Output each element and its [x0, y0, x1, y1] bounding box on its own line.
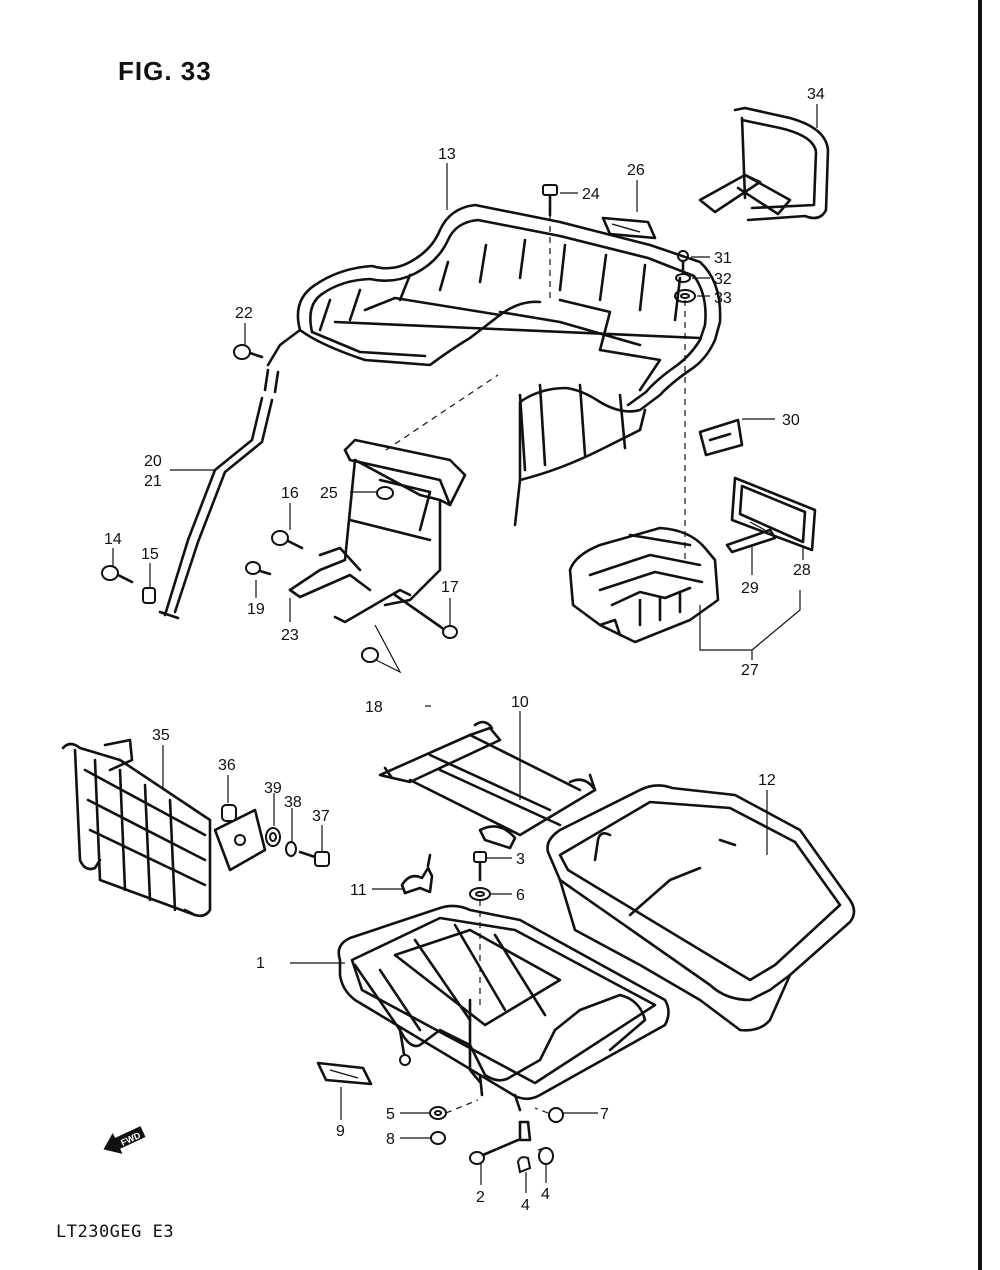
callout-29: 29 — [741, 580, 759, 597]
part-22-bolt — [233, 344, 264, 360]
assembly-lines — [385, 215, 686, 1151]
callout-5: 5 — [386, 1106, 395, 1123]
part-2-bolt — [469, 1120, 532, 1165]
callout-19: 19 — [247, 601, 265, 618]
callout-34: 34 — [807, 86, 825, 103]
part-26-decal — [601, 216, 657, 240]
part-29-plate — [725, 528, 777, 554]
fwd-arrow: FWD — [103, 1126, 146, 1154]
callout-28: 28 — [793, 562, 811, 579]
callout-4b: 4 — [541, 1186, 550, 1203]
callout-11: 11 — [350, 882, 367, 899]
part-5-washer — [429, 1106, 447, 1120]
callout-38: 38 — [284, 794, 302, 811]
part-12-tray — [546, 784, 856, 1032]
part-37-bolt — [298, 850, 330, 867]
callout-39: 39 — [264, 780, 282, 797]
callouts: 1 2 3 4 4 5 6 7 8 9 10 11 12 13 14 15 16… — [104, 86, 825, 1214]
part-9-decal — [316, 1061, 373, 1086]
callout-2: 2 — [476, 1189, 485, 1206]
part-35-guard — [61, 738, 267, 918]
part-30-clip — [698, 418, 744, 457]
callout-35: 35 — [152, 727, 170, 744]
part-34-guard — [698, 106, 830, 222]
part-13-carrier — [266, 203, 722, 527]
callout-24: 24 — [582, 186, 600, 203]
callout-27: 27 — [741, 662, 759, 679]
callout-6: 6 — [516, 887, 525, 904]
part-39-washer — [265, 827, 281, 847]
callout-26: 26 — [627, 162, 645, 179]
callout-17: 17 — [441, 579, 459, 596]
callout-37: 37 — [312, 808, 330, 825]
callout-20: 20 — [144, 453, 162, 470]
callout-14: 14 — [104, 531, 122, 548]
callout-18: 18 — [365, 699, 383, 716]
part-14-bolt — [101, 565, 134, 584]
callout-32: 32 — [714, 271, 732, 288]
callout-7: 7 — [600, 1106, 609, 1123]
callout-36: 36 — [218, 757, 236, 774]
page-border — [978, 0, 982, 1270]
callout-13: 13 — [438, 146, 456, 163]
part-19-bolt — [245, 561, 272, 576]
callout-33: 33 — [714, 290, 732, 307]
callout-31: 31 — [714, 250, 732, 267]
part-38-washer — [285, 841, 297, 857]
part-7-nut — [548, 1107, 564, 1123]
figure-title: FIG. 33 — [118, 56, 212, 86]
callout-1: 1 — [256, 955, 265, 972]
model-code: LT230GEG E3 — [56, 1222, 175, 1242]
callout-22: 22 — [235, 305, 253, 322]
callout-25: 25 — [320, 485, 338, 502]
callout-12: 12 — [758, 772, 776, 789]
part-27-box — [568, 526, 720, 644]
part-6-washer — [469, 887, 491, 901]
part-23-bracket — [288, 438, 467, 639]
part-4-cushions — [516, 1147, 554, 1174]
part-16-bolt — [271, 530, 304, 550]
callout-8: 8 — [386, 1131, 395, 1148]
part-18-nut — [361, 624, 402, 674]
part-10-frame — [378, 720, 597, 850]
callout-3: 3 — [516, 851, 525, 868]
part-3-bolt — [473, 851, 487, 882]
part-11-clamp — [400, 853, 434, 895]
part-15-cushion — [142, 587, 156, 604]
callout-30: 30 — [782, 412, 800, 429]
part-20-21-stay — [158, 368, 280, 620]
part-28-seal — [730, 476, 817, 552]
callout-21: 21 — [144, 473, 162, 490]
callout-9: 9 — [336, 1123, 345, 1140]
callout-23: 23 — [281, 627, 299, 644]
part-36-cushion — [221, 804, 237, 822]
callout-15: 15 — [141, 546, 159, 563]
callout-4a: 4 — [521, 1197, 530, 1214]
part-8-nut — [430, 1131, 446, 1145]
part-24-bolt — [542, 184, 558, 217]
part-1-carrier — [337, 904, 670, 1112]
callout-10: 10 — [511, 694, 529, 711]
leader-lines — [112, 104, 818, 1193]
callout-16: 16 — [281, 485, 299, 502]
